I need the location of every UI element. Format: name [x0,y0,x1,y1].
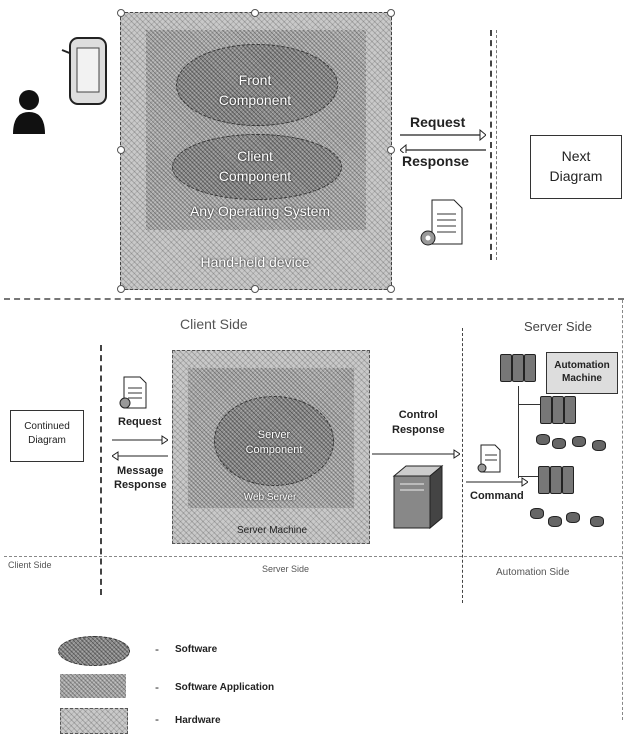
legend-software-application-swatch [60,674,126,698]
front-component-oval [176,44,338,126]
control-arrow [372,446,461,459]
command-arrow [466,474,529,487]
automation-rack-icon [540,396,580,426]
document-icon [418,198,464,248]
legend-software-label: Software [175,644,218,655]
response-label: Response [402,153,469,169]
gear-icon [572,436,586,447]
continued-diagram-box: Continued Diagram [10,410,84,462]
os-label: Any Operating System [189,203,331,219]
request-label: Request [410,114,466,130]
phone-icon [52,28,112,118]
mid-request-arrow [112,432,169,445]
gear-icon [552,438,566,449]
bottom-client-side-label: Client Side [8,560,52,570]
continued-diagram-label: Continued Diagram [24,421,70,446]
client-component-oval [172,134,342,200]
client-component-label: Client Component [218,148,292,184]
top-boundary-line [490,30,492,260]
automation-machine-box: Automation Machine [546,352,618,394]
bottom-server-side-label: Server Side [262,564,310,574]
legend-software-application-label: Software Application [175,682,275,693]
server-machine-label: Server Machine [236,525,308,536]
server-boundary-line [462,328,463,603]
legend-software-swatch [58,636,130,666]
server-component-oval [214,396,334,486]
response-arrow [399,143,486,157]
mid-request-label: Request [118,416,162,428]
gear-icon [592,440,606,451]
message-response-label: Message Response [114,465,167,491]
section-divider [4,298,624,300]
gear-icon [536,434,550,445]
front-component-label: Front Component [218,72,292,108]
document-icon [476,444,502,474]
device-label: Hand-held device [200,254,310,270]
next-diagram-box: Next Diagram [530,135,622,199]
web-server-label: Web Server [243,492,297,503]
gear-icon [590,516,604,527]
gear-icon [566,512,580,523]
automation-machine-label: Automation Machine [554,360,610,384]
document-icon [118,376,148,410]
request-arrow [400,128,487,142]
next-diagram-label: Next Diagram [549,148,603,184]
legend-hardware-swatch [60,708,128,734]
client-side-title: Client Side [180,316,248,332]
gear-icon [530,508,544,519]
server-tower-icon [392,464,444,530]
control-response-label: Control Response [392,409,445,436]
mid-response-arrow [111,448,168,461]
command-label: Command [470,490,524,502]
server-side-title: Server Side [524,319,592,334]
legend-hardware-label: Hardware [175,715,221,726]
client-boundary-line [100,345,102,595]
bottom-automation-side-label: Automation Side [496,567,570,578]
user-icon [12,88,46,134]
automation-rack-icon [538,466,578,496]
server-component-label: Server Component [245,429,303,456]
gear-icon [548,516,562,527]
automation-rack-icon [500,354,540,384]
